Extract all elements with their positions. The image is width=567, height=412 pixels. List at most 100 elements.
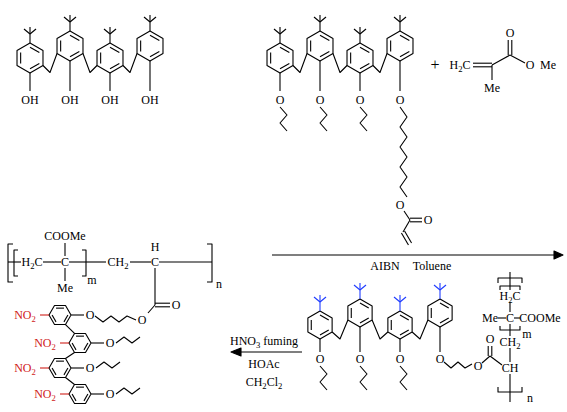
atom-label: H <box>150 241 161 253</box>
bond-line <box>280 63 289 68</box>
atom-label: NO2 <box>13 309 37 321</box>
atom-label: Me <box>481 312 499 324</box>
bond-line <box>400 51 409 56</box>
bond-line <box>155 306 170 307</box>
bond-line <box>492 55 510 65</box>
bond-line <box>14 250 18 276</box>
bond-line <box>410 218 422 219</box>
bond-line <box>320 366 327 390</box>
bond-line <box>400 17 406 22</box>
bond-line <box>399 22 400 31</box>
bond-line <box>394 297 400 302</box>
bond-line <box>498 317 506 318</box>
bond-line <box>60 41 61 52</box>
bond-line <box>359 34 360 43</box>
bond-line <box>110 29 116 34</box>
bond-line <box>491 346 492 356</box>
bond-line <box>359 27 360 34</box>
bond-line <box>149 61 150 91</box>
bond-line <box>84 343 88 350</box>
bond-line <box>56 361 64 362</box>
atom-label: O <box>395 94 406 106</box>
bond-line <box>428 299 452 327</box>
bond-line <box>69 333 91 352</box>
bond-line <box>405 231 412 243</box>
atom-label: CH2Cl2 <box>245 376 284 388</box>
atom-label: O <box>395 199 406 211</box>
bond-line <box>434 285 440 290</box>
atom-label: n <box>526 392 534 404</box>
bond-line <box>69 61 70 91</box>
bond-line <box>150 35 159 40</box>
bond-line <box>319 61 320 91</box>
bond-line <box>76 336 84 337</box>
bond-line <box>320 107 327 131</box>
bond-line <box>91 393 104 394</box>
bond-line <box>359 283 360 290</box>
bond-line <box>116 388 140 394</box>
bond-line <box>49 305 71 324</box>
bond-line <box>109 27 110 34</box>
atom-label: NO2 <box>33 337 57 349</box>
bond-line <box>293 54 307 73</box>
bond-line <box>500 326 520 330</box>
bond-line <box>310 41 311 52</box>
bond-line <box>116 337 140 343</box>
bond-line <box>231 348 241 356</box>
bond-line <box>70 17 76 22</box>
bond-line <box>64 368 68 375</box>
bond-line <box>440 303 449 308</box>
bond-line <box>95 316 136 322</box>
bond-line <box>372 320 388 339</box>
bond-line <box>308 311 332 339</box>
bond-line <box>307 31 333 61</box>
bond-line <box>400 297 406 302</box>
bond-line <box>360 366 367 390</box>
bond-line <box>130 261 151 262</box>
bond-line <box>399 61 400 91</box>
atom-label: O <box>85 309 96 321</box>
atom-label: O <box>395 353 406 365</box>
bond-line <box>394 17 400 22</box>
bond-line <box>43 54 57 73</box>
atom-label: O <box>423 214 434 226</box>
atom-label: OH <box>100 94 119 106</box>
bond-line <box>400 315 409 320</box>
bond-line <box>347 43 373 73</box>
bond-line <box>64 268 65 281</box>
atom-label: Me <box>56 282 74 294</box>
bond-line <box>319 302 320 311</box>
bond-line <box>30 29 36 34</box>
bond-line <box>109 73 110 91</box>
bond-line <box>401 233 408 245</box>
bond-line <box>350 53 351 64</box>
bond-line <box>69 22 70 31</box>
atom-label: O <box>275 94 286 106</box>
bond-line <box>72 394 76 401</box>
bond-line <box>333 54 347 73</box>
bond-line <box>100 53 101 64</box>
bond-line <box>72 343 76 350</box>
bond-line <box>8 244 13 282</box>
bond-line <box>69 261 86 262</box>
atom-label: COOMe <box>518 312 561 324</box>
atom-label: O <box>473 360 484 372</box>
atom-label: HOAc <box>247 358 280 370</box>
bond-line <box>360 63 369 68</box>
atom-label: C <box>60 256 70 268</box>
bond-line <box>319 22 320 31</box>
bond-line <box>155 303 170 304</box>
bond-line <box>144 17 150 22</box>
bond-line <box>64 17 70 22</box>
bond-line <box>388 311 412 339</box>
atom-label: Me <box>483 82 501 94</box>
bond-line <box>332 320 348 339</box>
bond-line <box>399 15 400 22</box>
atom-label: O <box>315 94 326 106</box>
bond-line <box>43 261 61 262</box>
bond-line <box>29 27 30 34</box>
atom-label: CH2 <box>107 256 130 268</box>
bond-line <box>274 29 280 34</box>
bond-line <box>66 353 75 359</box>
atom-label: H2C <box>499 290 522 302</box>
